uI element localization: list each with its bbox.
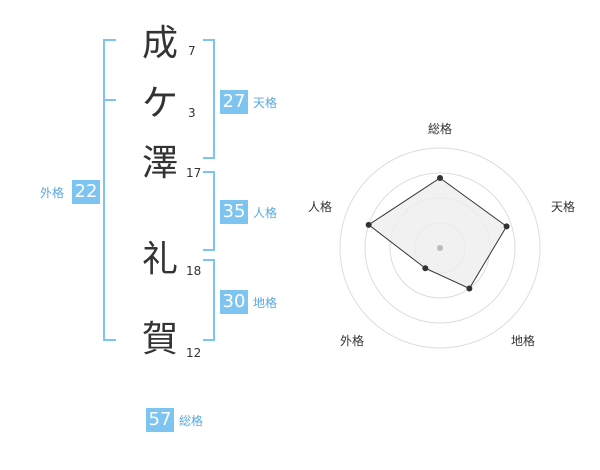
radar-point-4 — [365, 221, 372, 228]
stroke-count-4: 18 — [186, 264, 202, 278]
radar-point-2 — [466, 285, 473, 292]
tenkaku-bracket — [203, 39, 215, 159]
chikaku-badge: 30 — [220, 290, 248, 314]
gaikaku-bracket — [103, 39, 116, 341]
stroke-count-1: 7 — [188, 44, 196, 58]
chikaku-bracket — [203, 259, 215, 341]
chikaku-label: 地格 — [253, 296, 278, 310]
soukaku-badge: 57 — [146, 408, 174, 432]
tenkaku-badge: 27 — [220, 90, 248, 114]
name-char-4: 礼 — [141, 239, 178, 280]
radar-label-jinkaku: 人格 — [308, 200, 333, 214]
name-char-3: 澤 — [141, 143, 178, 184]
soukaku-label: 総格 — [179, 414, 204, 428]
radar-label-gaikaku: 外格 — [340, 334, 365, 348]
radar-label-soukaku: 総格 — [428, 122, 453, 136]
radar-ring-4 — [339, 147, 541, 349]
radar-point-1 — [503, 223, 510, 230]
stroke-count-2: 3 — [188, 106, 196, 120]
gaikaku-badge: 22 — [72, 180, 100, 204]
jinkaku-bracket — [203, 171, 215, 251]
radar-ring-3 — [364, 172, 516, 324]
radar-point-3 — [422, 265, 429, 272]
radar-point-0 — [437, 175, 443, 181]
radar-label-tenkaku: 天格 — [551, 200, 576, 214]
radar-series-polygon — [367, 177, 508, 290]
radar-label-chikaku: 地格 — [511, 334, 536, 348]
jinkaku-label: 人格 — [253, 206, 278, 220]
name-char-5: 賀 — [141, 319, 178, 360]
gaikaku-label: 外格 — [40, 186, 65, 200]
name-char-1: 成 — [141, 23, 178, 64]
radar-center-dot — [437, 245, 443, 251]
jinkaku-badge: 35 — [220, 200, 248, 224]
stroke-count-5: 12 — [186, 346, 202, 360]
stroke-count-3: 17 — [186, 166, 202, 180]
name-char-2: ケ — [141, 83, 178, 124]
tenkaku-label: 天格 — [253, 96, 278, 110]
